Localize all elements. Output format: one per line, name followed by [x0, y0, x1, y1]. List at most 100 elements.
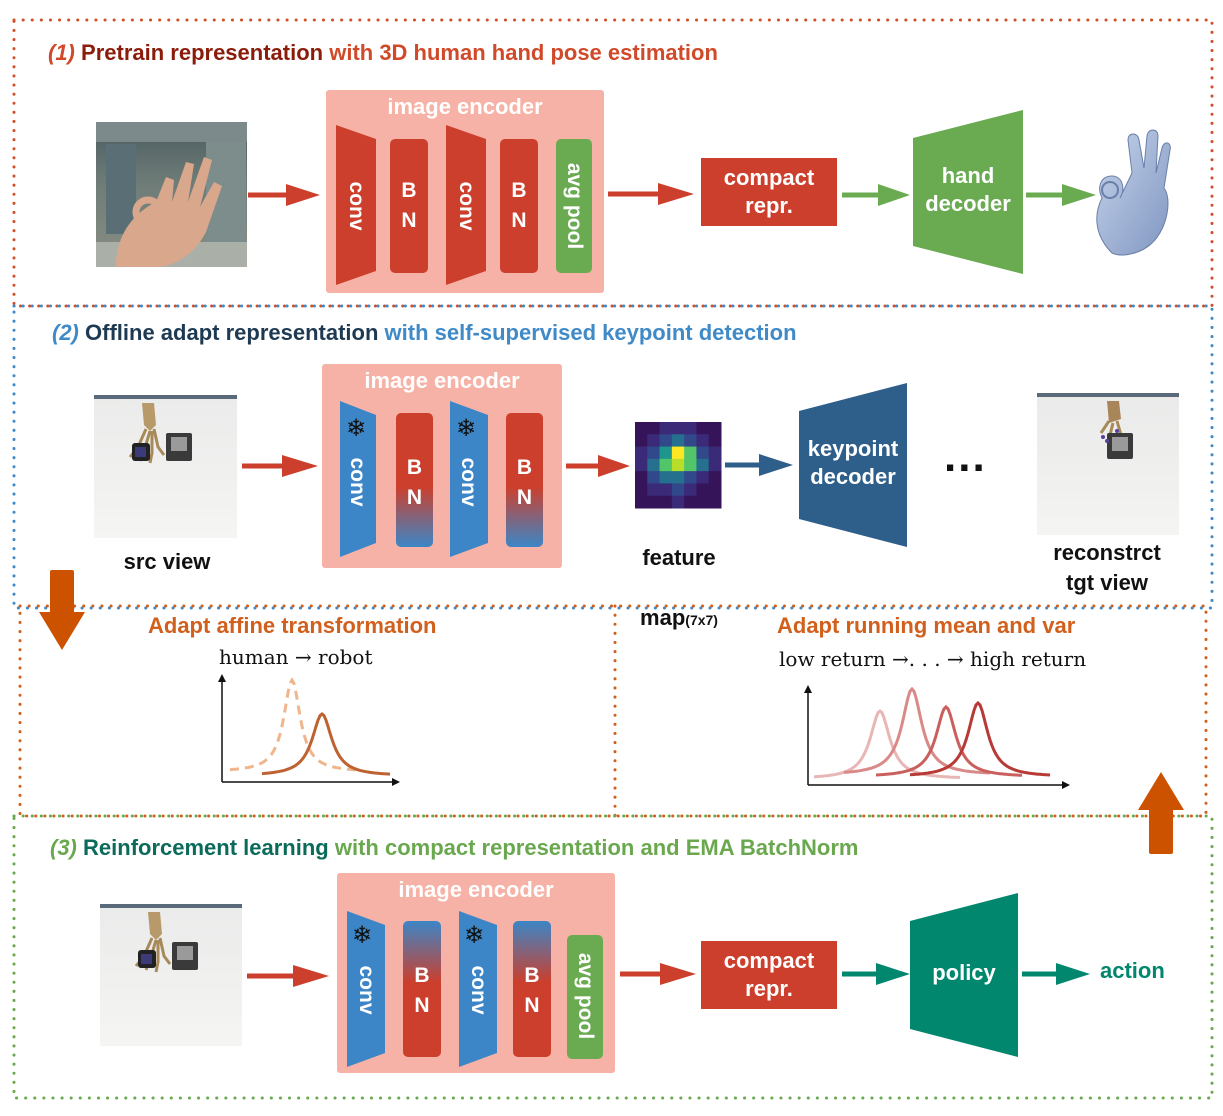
adapt-title: (2) Offline adapt representation with se…: [52, 320, 797, 346]
bn-label-2b-b: B: [516, 456, 533, 479]
arrow-src-to-encoder-2: [242, 455, 318, 477]
heatmap-cell: [708, 434, 722, 448]
bn-label-1b-b: B: [511, 179, 527, 202]
running-curve-3: [875, 704, 1023, 777]
image-encoder-2-title: image encoder: [364, 368, 520, 393]
pretrain-title-main: Pretrain representation: [81, 40, 324, 65]
src-view-label: src view: [123, 549, 211, 574]
heatmap-cell: [647, 434, 661, 448]
bn-label-1a: B N: [390, 139, 428, 273]
pretrain-title-rest: with 3D human hand pose estimation: [329, 40, 718, 65]
heatmap-cell: [684, 495, 697, 509]
human-hand-photo: [96, 122, 247, 267]
compact-repr-box-3: compact repr.: [701, 941, 837, 1009]
heatmap-cell: [696, 422, 710, 435]
rl-title-main: Reinforcement learning: [83, 835, 329, 860]
image-encoder-3-title: image encoder: [398, 877, 554, 902]
heatmap-cell: [671, 483, 685, 497]
bn-label-2a-b: B: [406, 456, 423, 479]
snowflake-icon: ❄: [346, 414, 367, 442]
heatmap-cell: [635, 458, 648, 472]
action-label: action: [1100, 958, 1165, 983]
running-curve-2: [843, 686, 991, 775]
feature-map-heatmap: [635, 422, 722, 509]
rl-number: (3): [50, 835, 77, 860]
affine-curve-robot: [261, 712, 391, 776]
arrow-hand-decoder-to-mesh: [1026, 184, 1096, 206]
conv-layer-2b: [450, 401, 488, 557]
bn-layer-2b: [506, 413, 543, 547]
heatmap-cell: [635, 422, 648, 435]
heatmap-cell: [647, 422, 661, 435]
bn-layer-2a: [396, 413, 433, 547]
heatmap-cell: [696, 458, 710, 472]
bn-label-1a-n: N: [401, 209, 417, 232]
heatmap-cell: [671, 422, 685, 435]
tgt-view-label: reconstrct tgt view: [1053, 540, 1161, 595]
pretrain-title: (1) Pretrain representation with 3D huma…: [48, 40, 718, 66]
heatmap-cell: [659, 483, 673, 497]
snowflake-icon: ❄: [464, 921, 485, 949]
conv-layer-3b: [459, 911, 497, 1067]
bn-label-3a-n: N: [414, 994, 430, 1017]
heatmap-cell: [659, 495, 673, 509]
running-chart: [804, 685, 1070, 789]
heatmap-cell: [635, 483, 648, 497]
running-y-arrowhead: [804, 685, 812, 693]
arrow-encoder-to-featuremap: [566, 455, 630, 477]
bn-label-2a: B N: [396, 413, 433, 547]
adapt-title-rest: with self-supervised keypoint detection: [384, 320, 797, 345]
bn-label-1b-n: N: [511, 209, 527, 232]
running-curve-1: [813, 708, 961, 779]
heatmap-cell: [684, 458, 697, 472]
policy-label: policy: [932, 960, 996, 985]
bn-label-1b: B N: [500, 139, 538, 273]
feature-map-label: feature map(7x7): [614, 513, 744, 635]
conv-layer-2a: [340, 401, 376, 557]
heatmap-cell: [696, 483, 710, 497]
bn-label-3a-b: B: [414, 964, 430, 987]
avgpool-layer-1: [556, 139, 592, 273]
adapt-title-main: Offline adapt representation: [85, 320, 379, 345]
heatmap-cell: [696, 495, 710, 509]
snowflake-icon: ❄: [352, 921, 373, 949]
feature-map-size: (7x7): [685, 612, 718, 628]
snowflake-icon: ❄: [456, 414, 477, 442]
arrow-compact-to-hand-decoder: [842, 184, 910, 206]
heatmap-cell: [671, 434, 685, 448]
conv-label-1a: conv: [345, 181, 368, 231]
conv-label-2a: conv: [346, 457, 369, 507]
keypoint-decoder-shape: [799, 383, 907, 547]
heatmap-cell: [659, 471, 673, 484]
tgt-view-image: [1037, 393, 1179, 535]
bn-label-3b-b: B: [524, 964, 540, 987]
bn-label-3b: B N: [513, 921, 551, 1057]
feature-map-label-line1: feature: [642, 545, 716, 570]
encoder-3-layers: [347, 911, 603, 1067]
heatmap-cell: [635, 471, 648, 484]
running-panel-caption: low return →. . . → high return: [779, 647, 1087, 671]
heatmap-cell: [708, 458, 722, 472]
arrow-obs-to-encoder-3: [247, 965, 329, 987]
src-view-image: [94, 395, 237, 538]
bn-layer-1b: [500, 139, 538, 273]
pretrain-number: (1): [48, 40, 75, 65]
heatmap-cell: [659, 458, 673, 472]
encoder-1-layers: [336, 125, 592, 285]
heatmap-cell: [659, 422, 673, 435]
heatmap-cell: [659, 446, 673, 460]
hand-decoder-label: hand decoder: [925, 163, 1011, 216]
ellipsis: ...: [944, 432, 987, 481]
affine-panel-caption: human → robot: [219, 645, 373, 669]
subpanel-borders: [18, 604, 1208, 818]
heatmap-cell: [684, 446, 697, 460]
heatmap-cell: [671, 471, 685, 484]
heatmap-cell: [647, 495, 661, 509]
heatmap-cell: [647, 471, 661, 484]
running-curve-4: [909, 700, 1051, 777]
affine-y-arrowhead: [218, 674, 226, 682]
heatmap-cell: [708, 422, 722, 435]
heatmap-cell: [671, 458, 685, 472]
heatmap-cell: [708, 446, 722, 460]
